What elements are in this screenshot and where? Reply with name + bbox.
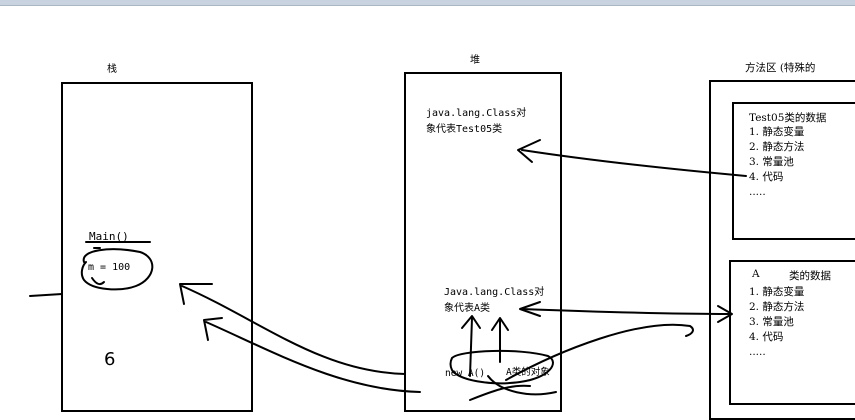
list-item: 4. 代码 (749, 171, 784, 183)
test05-class-data-list: 1. 静态变量 2. 静态方法 3. 常量池 4. 代码 ..... (749, 125, 804, 200)
list-item: ..... (749, 346, 766, 358)
list-item: 4. 代码 (749, 331, 784, 343)
heap-box (404, 72, 562, 412)
variable-m: m = 100 (88, 262, 131, 273)
arrowhead-stack-2 (203, 317, 223, 341)
arrowhead-up-1 (461, 315, 481, 329)
arrow-a-class-link (521, 308, 731, 315)
class-object-test05-line2: 象代表Test05类 (426, 124, 503, 135)
ink-bottom-scrawl (469, 384, 531, 401)
curve-bottom (487, 375, 557, 396)
method-area-label: 方法区 (特殊的 (745, 62, 816, 74)
list-item: 3. 常量池 (749, 156, 794, 168)
class-object-a-line1: Java.lang.Class对 (444, 287, 545, 298)
arrow-heap-to-stack (181, 285, 406, 375)
curve-heap-to-a (505, 323, 694, 381)
stack-left-stroke (29, 293, 63, 297)
a-class-data-title-a: A (752, 268, 760, 280)
window-top-border (0, 0, 855, 6)
arrow-up-1 (469, 317, 473, 377)
a-class-data-list: 1. 静态变量 2. 静态方法 3. 常量池 4. 代码 ..... (749, 285, 804, 360)
arrow-test05-to-class (521, 149, 747, 177)
handwritten-scribble: 6 (104, 349, 116, 370)
stack-label: 栈 (107, 64, 117, 75)
class-object-a-line2: 象代表A类 (444, 303, 491, 314)
ink-annotations (29, 139, 747, 401)
a-class-data-title: 类的数据 (789, 270, 831, 282)
list-item: 1. 静态变量 (749, 126, 805, 138)
arrowhead-test05 (517, 139, 541, 163)
list-item: ..... (749, 186, 766, 198)
main-frame-label: Main() (89, 230, 129, 243)
new-a-expression: new A() (445, 368, 486, 379)
list-item: 1. 静态变量 (749, 286, 805, 298)
test05-class-data-box (732, 102, 855, 240)
list-item: 3. 常量池 (749, 316, 794, 328)
instance-oval (449, 349, 554, 385)
a-class-data-box (729, 260, 855, 405)
arrowhead-a-right (717, 305, 733, 323)
arrowhead-stack-1 (179, 283, 213, 305)
arrowhead-up-2 (491, 317, 509, 331)
heap-label: 堆 (470, 55, 480, 66)
list-item: 2. 静态方法 (749, 301, 805, 313)
variable-circle-tail (91, 277, 105, 286)
arrowhead-a-left (519, 301, 541, 317)
test05-class-data-title: Test05类的数据 (749, 112, 827, 124)
class-object-test05-line1: java.lang.Class对 (426, 108, 527, 119)
variable-circle (80, 248, 154, 291)
list-item: 2. 静态方法 (749, 141, 805, 153)
a-instance-label: A类的对象 (506, 367, 550, 378)
arrow-heap-to-stack-2 (205, 321, 421, 393)
stack-box (61, 82, 253, 412)
